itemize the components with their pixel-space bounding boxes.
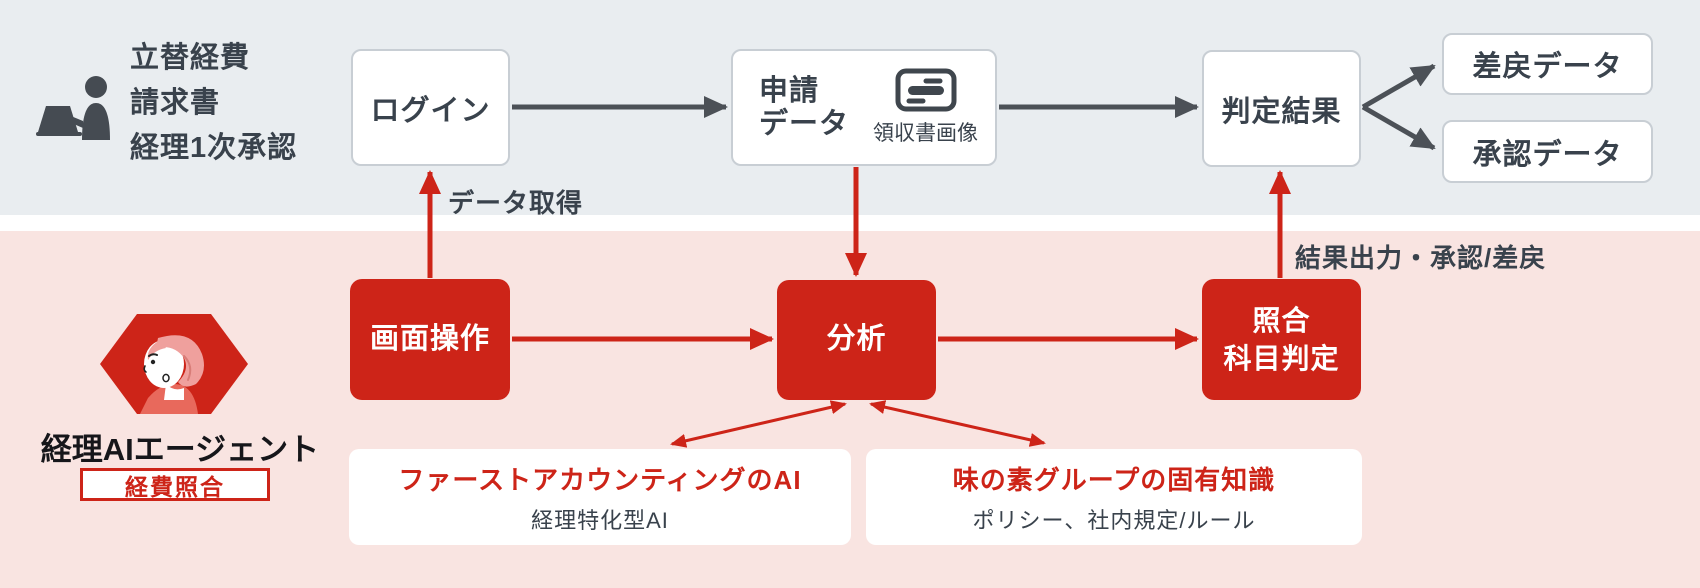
person-at-laptop-icon [36,76,110,140]
node-approved-data-label: 承認データ [1472,138,1623,171]
node-judgement-result-label: 判定結果 [1221,95,1342,128]
agent-badge: 経費照合 [80,468,270,501]
node-approved-data: 承認データ [1442,120,1653,183]
actor-label-line3: 経理1次承認 [130,132,298,164]
node-returned-data: 差戻データ [1442,33,1653,95]
node-analysis: 分析 [777,280,936,400]
application-line1: 申請 [759,75,820,108]
node-application-data: 申請 データ 領収書画像 [731,49,997,166]
receipt-image-block: 領収書画像 [873,68,978,147]
node-judgement-result: 判定結果 [1202,50,1361,167]
ai-agent-avatar-hexagon-icon [100,314,248,414]
node-matching: 照合 科目判定 [1202,279,1361,400]
agent-badge-label: 経費照合 [125,473,225,500]
knowledge-box-fast-accounting-title: ファーストアカウンティングのAI [398,464,802,495]
label-result-output: 結果出力・承認/差戻 [1295,243,1547,273]
matching-line1: 照合 [1252,304,1311,336]
label-data-fetch: データ取得 [448,188,584,218]
node-login-label: ログイン [370,94,491,127]
node-returned-data-label: 差戻データ [1472,51,1623,83]
agent-title: 経理AIエージェント [40,432,320,467]
node-screen-operation-label: 画面操作 [369,322,490,355]
knowledge-box-fast-accounting: ファーストアカウンティングのAI 経理特化型AI [349,449,851,545]
node-matching-label: 照合 科目判定 [1223,302,1339,378]
matching-line2: 科目判定 [1223,342,1340,374]
receipt-caption: 領収書画像 [873,122,979,145]
knowledge-box-fast-accounting-subtitle: 経理特化型AI [531,507,669,533]
human-lane-title: 立替経費 請求書 経理1次承認 [130,36,297,171]
node-screen-operation: 画面操作 [350,279,510,400]
application-line2: データ [759,107,850,140]
lane-divider [0,215,1700,231]
node-analysis-label: 分析 [826,323,887,356]
receipt-image-icon [895,68,957,112]
actor-label-line1: 立替経費 [130,42,251,74]
actor-label-line2: 請求書 [130,87,221,119]
node-login: ログイン [351,49,510,166]
knowledge-box-ajinomoto-subtitle: ポリシー、社内規定/ルール [972,507,1256,533]
node-application-data-label: 申請 データ [759,75,849,140]
knowledge-box-ajinomoto: 味の素グループの固有知識 ポリシー、社内規定/ルール [866,449,1362,545]
knowledge-box-ajinomoto-title: 味の素グループの固有知識 [952,464,1276,495]
